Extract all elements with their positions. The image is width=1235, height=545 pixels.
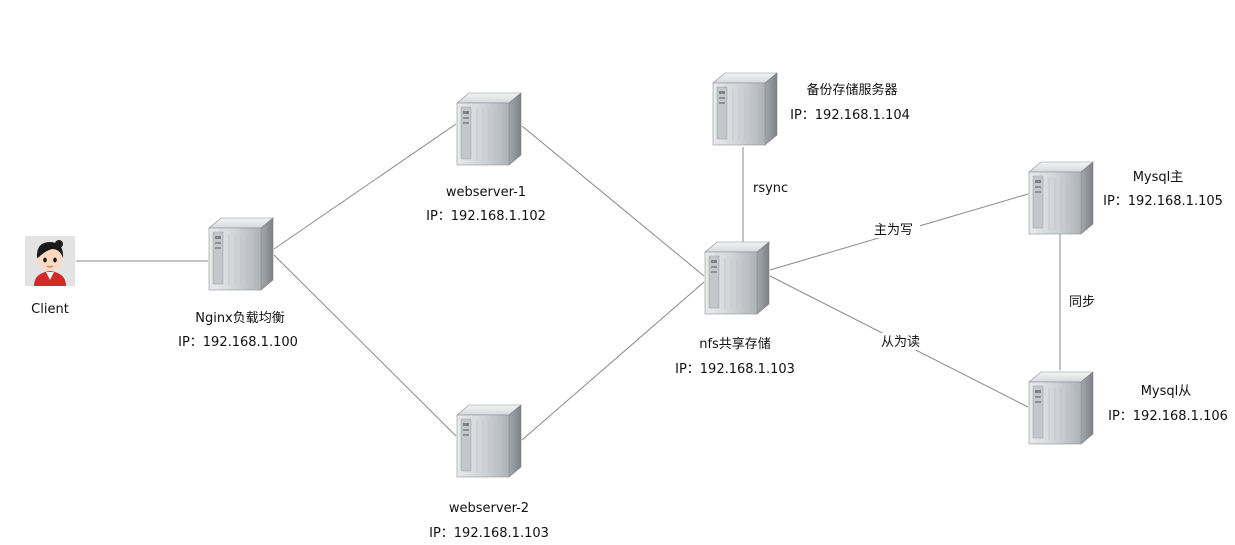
edge-label-rsync: rsync	[753, 181, 788, 196]
node-mysql-master: Mysql主 IP：192.168.1.105	[1028, 161, 1223, 235]
node-client: Client	[25, 236, 75, 317]
node-name: Mysql主	[1133, 170, 1184, 185]
edge-nginx-web2	[273, 254, 457, 437]
node-nfs: nfs共享存储 IP：192.168.1.103	[675, 241, 795, 377]
server-tower-icon	[712, 72, 778, 146]
node-name: Mysql从	[1141, 384, 1192, 399]
node-ip: IP：192.168.1.106	[1108, 409, 1228, 424]
edge-nginx-web1	[273, 123, 457, 250]
node-name: webserver-1	[446, 185, 526, 200]
node-ip: IP：192.168.1.105	[1103, 194, 1223, 209]
edge-label-read: 从为读	[881, 335, 920, 350]
node-webserver-2: webserver-2 IP：192.168.1.103	[429, 404, 549, 541]
node-name: 备份存储服务器	[806, 82, 897, 98]
edge-label-write: 主为写	[874, 223, 913, 238]
node-webserver-1: webserver-1 IP：192.168.1.102	[426, 92, 546, 224]
node-backup: 备份存储服务器 IP：192.168.1.104	[712, 72, 910, 146]
server-tower-icon	[1028, 371, 1094, 445]
server-tower-icon	[456, 92, 522, 166]
node-ip: IP：192.168.1.100	[178, 335, 298, 350]
server-tower-icon	[704, 241, 770, 315]
node-name: webserver-2	[449, 501, 529, 516]
user-avatar-icon	[25, 236, 75, 286]
edge-web2-nfs	[521, 281, 705, 441]
edge-labels: rsync 主为写 从为读 同步	[748, 179, 1100, 350]
edge-web1-nfs	[521, 125, 705, 277]
node-name: Client	[31, 302, 69, 317]
node-ip: IP：192.168.1.102	[426, 209, 546, 224]
node-ip: IP：192.168.1.103	[675, 362, 795, 377]
server-tower-icon	[456, 404, 522, 478]
server-tower-icon	[208, 217, 274, 291]
node-nginx: Nginx负载均衡 IP：192.168.1.100	[178, 217, 298, 350]
server-tower-icon	[1028, 161, 1094, 235]
node-mysql-slave: Mysql从 IP：192.168.1.106	[1028, 371, 1228, 445]
edge-label-sync: 同步	[1069, 295, 1095, 310]
node-name: nfs共享存储	[699, 336, 771, 352]
node-name: Nginx负载均衡	[195, 311, 285, 326]
node-ip: IP：192.168.1.103	[429, 526, 549, 541]
node-ip: IP：192.168.1.104	[790, 108, 910, 123]
edges	[76, 123, 1061, 441]
